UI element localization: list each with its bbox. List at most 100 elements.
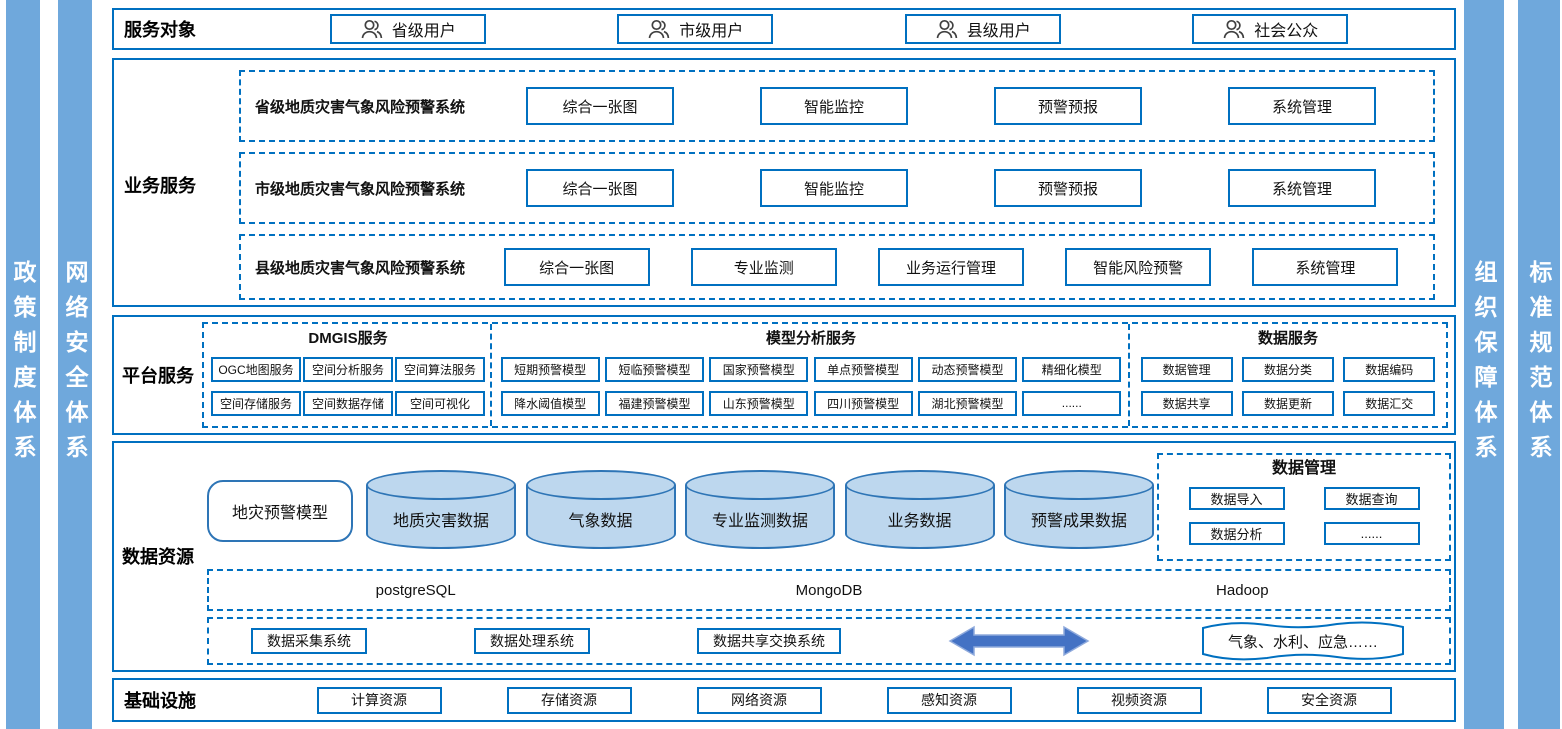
- module-box: 专业监测: [690, 248, 837, 286]
- service-label: 动态预警模型: [931, 362, 1004, 377]
- service-target-list: 省级用户 市级用户 县级用户: [264, 14, 1454, 44]
- group-grid: 短期预警模型 短临预警模型 国家预警模型 单点预警模型 动态预警模型 精细化模型…: [498, 352, 1124, 420]
- service-label: 数据更新: [1263, 396, 1312, 411]
- dm-label: 数据分析: [1210, 527, 1263, 542]
- service-label: 四川预警模型: [827, 396, 900, 411]
- platform-groups: DMGIS服务 OGC地图服务 空间分析服务 空间算法服务 空间存储服务 空间数…: [202, 322, 1448, 428]
- service-label: 湖北预警模型: [931, 396, 1004, 411]
- module-label: 专业监测: [733, 259, 794, 277]
- service-targets-row: 服务对象 省级用户 市级用户 县: [112, 8, 1456, 50]
- double-arrow-icon: [948, 622, 1090, 660]
- infrastructure-list: 计算资源 存储资源 网络资源 感知资源 视频资源 安全资源: [284, 686, 1454, 714]
- service-label: ......: [1061, 396, 1082, 410]
- service-label: 单点预警模型: [827, 362, 900, 377]
- module-label: 智能监控: [803, 98, 864, 116]
- service-box: 国家预警模型: [709, 356, 809, 382]
- module-list: 综合一张图 智能监控 预警预报 系统管理: [483, 87, 1419, 125]
- service-label: 空间数据存储: [311, 396, 384, 411]
- system-label: 数据处理系统: [490, 633, 574, 649]
- resource-box-sensing: 感知资源: [886, 686, 1012, 714]
- group-grid: OGC地图服务 空间分析服务 空间算法服务 空间存储服务 空间数据存储 空间可视…: [210, 352, 486, 420]
- group-title: 数据服务: [1257, 330, 1318, 347]
- cylinder-top: [685, 470, 835, 500]
- cylinder-top: [366, 470, 516, 500]
- users-icon: [1223, 19, 1245, 39]
- pillar-label: 网络安全体系: [62, 259, 88, 470]
- resource-label: 感知资源: [921, 692, 977, 708]
- data-cylinders: 地质灾害数据 气象数据 专业监测数据 业务数据 预警成果数据: [366, 469, 1154, 549]
- service-label: 数据管理: [1162, 362, 1211, 377]
- module-label: 智能监控: [803, 180, 864, 198]
- service-box: 空间数据存储: [303, 390, 393, 416]
- module-box: 业务运行管理: [877, 248, 1024, 286]
- user-box-province: 省级用户: [329, 14, 486, 44]
- service-label: 空间分析服务: [311, 362, 384, 377]
- group-title: 模型分析服务: [765, 330, 856, 347]
- cylinder-label: 气象数据: [568, 513, 633, 530]
- service-label: OGC地图服务: [218, 362, 294, 377]
- cylinder-weather-data: 气象数据: [525, 470, 676, 549]
- pillar-standard-spec-system: 标准规范体系: [1518, 0, 1560, 729]
- service-box: 动态预警模型: [917, 356, 1017, 382]
- service-label: 精细化模型: [1041, 362, 1102, 377]
- row-label-platform-services: 平台服务: [122, 366, 194, 386]
- service-label: 空间算法服务: [403, 362, 476, 377]
- users-icon: [648, 19, 670, 39]
- service-label: 降水阈值模型: [514, 396, 587, 411]
- system-label: 数据共享交换系统: [713, 633, 825, 649]
- system-box-collect: 数据采集系统: [251, 628, 367, 654]
- data-systems-bar: 数据采集系统 数据处理系统 数据共享交换系统 气象、水利、应急……: [207, 617, 1451, 665]
- service-box: 空间分析服务: [303, 356, 393, 382]
- wave-border-icon: [1202, 621, 1404, 661]
- system-name: 县级地质灾害气象风险预警系统: [255, 259, 466, 277]
- resource-box-video: 视频资源: [1076, 686, 1202, 714]
- resource-label: 存储资源: [541, 692, 597, 708]
- dm-label: 数据查询: [1345, 492, 1398, 507]
- pillar-policy-system: 政策制度体系: [6, 0, 40, 729]
- system-box-exchange: 数据共享交换系统: [697, 628, 841, 654]
- group-title: 数据管理: [1271, 460, 1336, 477]
- module-box: 系统管理: [1228, 87, 1376, 125]
- module-box: 综合一张图: [526, 169, 674, 207]
- users-icon: [936, 19, 957, 39]
- service-box: 福建预警模型: [604, 390, 704, 416]
- service-box: 四川预警模型: [813, 390, 913, 416]
- module-box: 系统管理: [1252, 248, 1399, 286]
- cylinder-label: 业务数据: [887, 513, 952, 530]
- service-box: 数据分类: [1241, 356, 1334, 382]
- service-label: 短临预警模型: [618, 362, 691, 377]
- row-label-data-resources: 数据资源: [122, 547, 194, 567]
- service-box: 空间算法服务: [395, 356, 485, 382]
- model-analysis-group: 模型分析服务 短期预警模型 短临预警模型 国家预警模型 单点预警模型 动态预警模…: [490, 324, 1130, 426]
- service-label: 数据编码: [1365, 362, 1414, 377]
- resource-label: 计算资源: [351, 692, 407, 708]
- system-name: 市级地质灾害气象风险预警系统: [255, 180, 466, 198]
- module-list: 综合一张图 智能监控 预警预报 系统管理: [483, 169, 1419, 207]
- cylinder-business-data: 业务数据: [844, 470, 995, 549]
- service-box: 数据共享: [1140, 390, 1233, 416]
- module-label: 智能风险预警: [1093, 259, 1184, 277]
- module-box: 智能监控: [760, 169, 908, 207]
- resource-label: 网络资源: [731, 692, 787, 708]
- pillar-network-security-system: 网络安全体系: [58, 0, 92, 729]
- service-box: 湖北预警模型: [917, 390, 1017, 416]
- db-postgresql: postgreSQL: [375, 581, 456, 599]
- user-box-city: 市级用户: [617, 14, 774, 44]
- service-box: 短临预警模型: [604, 356, 704, 382]
- service-box: 短期预警模型: [500, 356, 600, 382]
- county-system-group: 县级地质灾害气象风险预警系统 综合一张图 专业监测 业务运行管理 智能风险预警 …: [239, 234, 1435, 300]
- module-label: 业务运行管理: [905, 259, 996, 277]
- group-grid: 数据导入 数据查询 数据分析 ......: [1169, 481, 1439, 551]
- db-mongodb: MongoDB: [795, 581, 863, 599]
- service-label: 空间可视化: [409, 396, 470, 411]
- pillar-label: 组织保障体系: [1471, 259, 1497, 470]
- module-box: 预警预报: [994, 87, 1142, 125]
- resource-box-security: 安全资源: [1266, 686, 1392, 714]
- cylinder-label: 地质灾害数据: [392, 513, 489, 530]
- service-label: 数据分类: [1263, 362, 1312, 377]
- module-label: 系统管理: [1271, 180, 1332, 198]
- cylinder-top: [525, 470, 676, 500]
- service-label: 空间存储服务: [219, 396, 292, 411]
- service-box: 山东预警模型: [709, 390, 809, 416]
